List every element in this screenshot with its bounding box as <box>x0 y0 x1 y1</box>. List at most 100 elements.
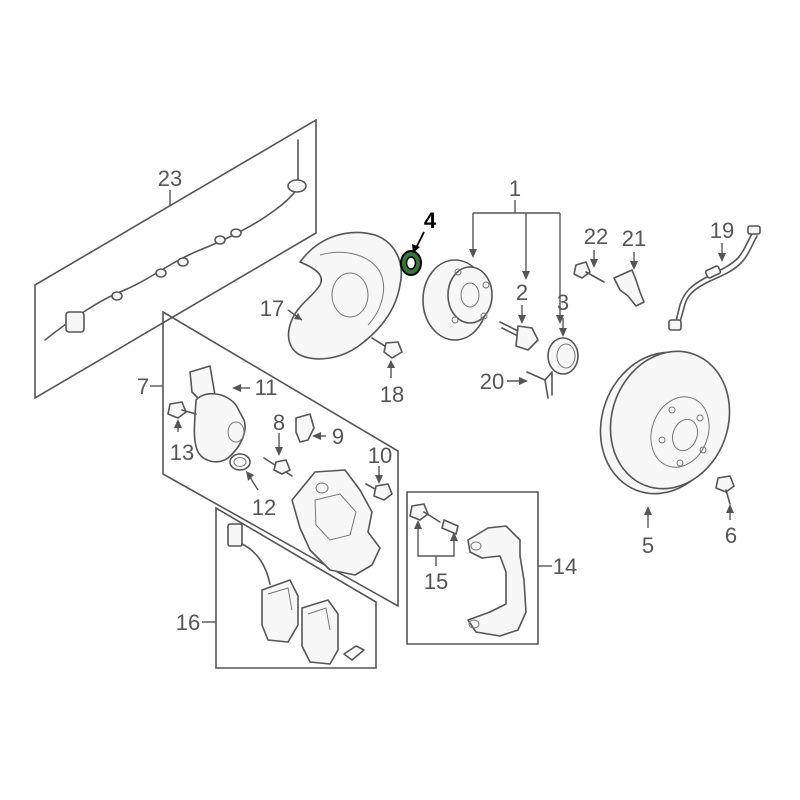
callout-23: 23 <box>158 166 182 191</box>
callout-20: 20 <box>480 369 504 394</box>
abs-sensor-cable <box>44 187 299 341</box>
callout-14: 14 <box>553 554 577 579</box>
abs-sensor-connector <box>65 311 85 333</box>
clip-20 <box>526 371 553 399</box>
cable-clip-4 <box>214 235 226 245</box>
hub-bolt-shank <box>499 321 521 337</box>
seal-ring-4-hole <box>405 256 417 270</box>
brake-hose-fitting-upper <box>747 225 761 235</box>
epb-motor-housing <box>193 392 246 463</box>
brake-disc-hat <box>650 396 710 468</box>
disc-screw-shank <box>725 489 731 505</box>
bolt-13-shank <box>181 409 197 415</box>
arrow-2 <box>518 315 526 324</box>
arrow-5 <box>644 506 652 515</box>
callout-3: 3 <box>557 290 569 315</box>
hub-face <box>447 266 493 324</box>
bolt-22-head <box>573 261 591 279</box>
bracket-21-part: 21 <box>613 226 646 307</box>
callout-9: 9 <box>332 424 344 449</box>
cable-clip-1 <box>111 291 123 301</box>
hub-stud-hole-4 <box>451 316 459 324</box>
brake-pad-inner-groove <box>267 587 293 611</box>
hub-stud-hole-3 <box>480 312 488 320</box>
dust-cap-part: 3 <box>547 290 579 375</box>
disc-hole-5 <box>658 436 666 444</box>
wheel-hub-part: 1 <box>422 176 564 341</box>
group-7-frame <box>162 310 399 608</box>
o-ring-12 <box>229 453 251 471</box>
pad-wear-sensor-wire <box>241 543 271 585</box>
disc-hole-1 <box>668 406 676 414</box>
bracket-21 <box>613 269 645 307</box>
group-14-frame <box>406 491 539 645</box>
o-ring-12-inner <box>233 457 247 467</box>
bolt-18-head <box>383 341 403 359</box>
arrow-9 <box>312 432 321 440</box>
leader-15-bracket <box>417 523 455 566</box>
bleeder-cap-9 <box>295 413 315 443</box>
arrow-18 <box>387 360 395 368</box>
abs-sensor-grommet <box>287 179 307 193</box>
brake-disc-bore <box>671 418 699 452</box>
bleeder-8-hex <box>273 459 291 475</box>
backing-plate-shield <box>287 231 402 360</box>
arrow-20 <box>519 377 528 385</box>
callout-21: 21 <box>622 226 646 251</box>
callout-15: 15 <box>424 569 448 594</box>
brake-hose-fitting-lower <box>668 319 682 331</box>
caliper-window <box>314 493 357 541</box>
brake-pad-outer-groove <box>307 607 331 631</box>
callout-16: 16 <box>176 610 200 635</box>
callout-6: 6 <box>725 523 737 548</box>
arrow-12 <box>246 471 254 481</box>
callout-2: 2 <box>516 280 528 305</box>
bolt-13-head <box>167 401 187 419</box>
callout-8: 8 <box>273 410 285 435</box>
callout-18: 18 <box>380 382 404 407</box>
arrow-4 <box>412 244 420 253</box>
hub-stud-hole-2 <box>482 281 490 289</box>
brake-hose-fitting-mid <box>704 265 722 279</box>
caliper-carrier-bracket <box>467 525 527 637</box>
disc-screw-part: 6 <box>715 475 737 548</box>
callout-17: 17 <box>260 296 284 321</box>
backing-plate-rib <box>319 251 384 326</box>
brake-pad-outer <box>301 599 339 665</box>
seal-ring-part-highlighted: 4 <box>400 208 437 276</box>
brake-pad-set-group: 16 <box>176 506 377 669</box>
brake-hose-part: 19 <box>668 218 761 331</box>
callout-5: 5 <box>642 533 654 558</box>
callout-10: 10 <box>368 443 392 468</box>
bolt-22-part: 22 <box>573 224 608 283</box>
disc-hole-2 <box>696 414 704 422</box>
caliper-carrier-group: 14 15 <box>406 491 577 645</box>
guide-bolt-head <box>409 503 429 521</box>
callout-7: 7 <box>137 374 149 399</box>
arrow-3 <box>559 328 567 337</box>
brake-disc-part: 5 <box>599 350 731 558</box>
arrow-6 <box>726 504 734 513</box>
caliper-assembly-group: 7 11 13 12 8 9 10 <box>137 310 399 608</box>
leader-1-bracket <box>472 200 561 318</box>
arrow-1a <box>469 249 477 258</box>
arrow-8 <box>275 447 283 456</box>
dust-cap <box>547 337 579 375</box>
cable-clip-2 <box>155 268 167 278</box>
group-23-frame <box>34 118 317 400</box>
backing-plate-part: 17 <box>260 231 402 360</box>
backing-plate-center <box>331 272 369 318</box>
callout-1: 1 <box>509 176 521 201</box>
hub-bolt-head <box>515 325 539 351</box>
brake-hose-tube-outer <box>679 235 758 323</box>
bolt-22-shank <box>585 271 605 283</box>
arrow-19 <box>718 253 726 262</box>
clip-20-part: 20 <box>480 369 553 399</box>
cable-clip-5 <box>230 228 242 238</box>
callout-19: 19 <box>710 218 734 243</box>
hub-stud-hole-1 <box>454 268 462 276</box>
arrow-21 <box>630 261 638 270</box>
caliper-body <box>291 469 381 576</box>
callout-13: 13 <box>170 440 194 465</box>
arrow-15a <box>414 520 422 529</box>
